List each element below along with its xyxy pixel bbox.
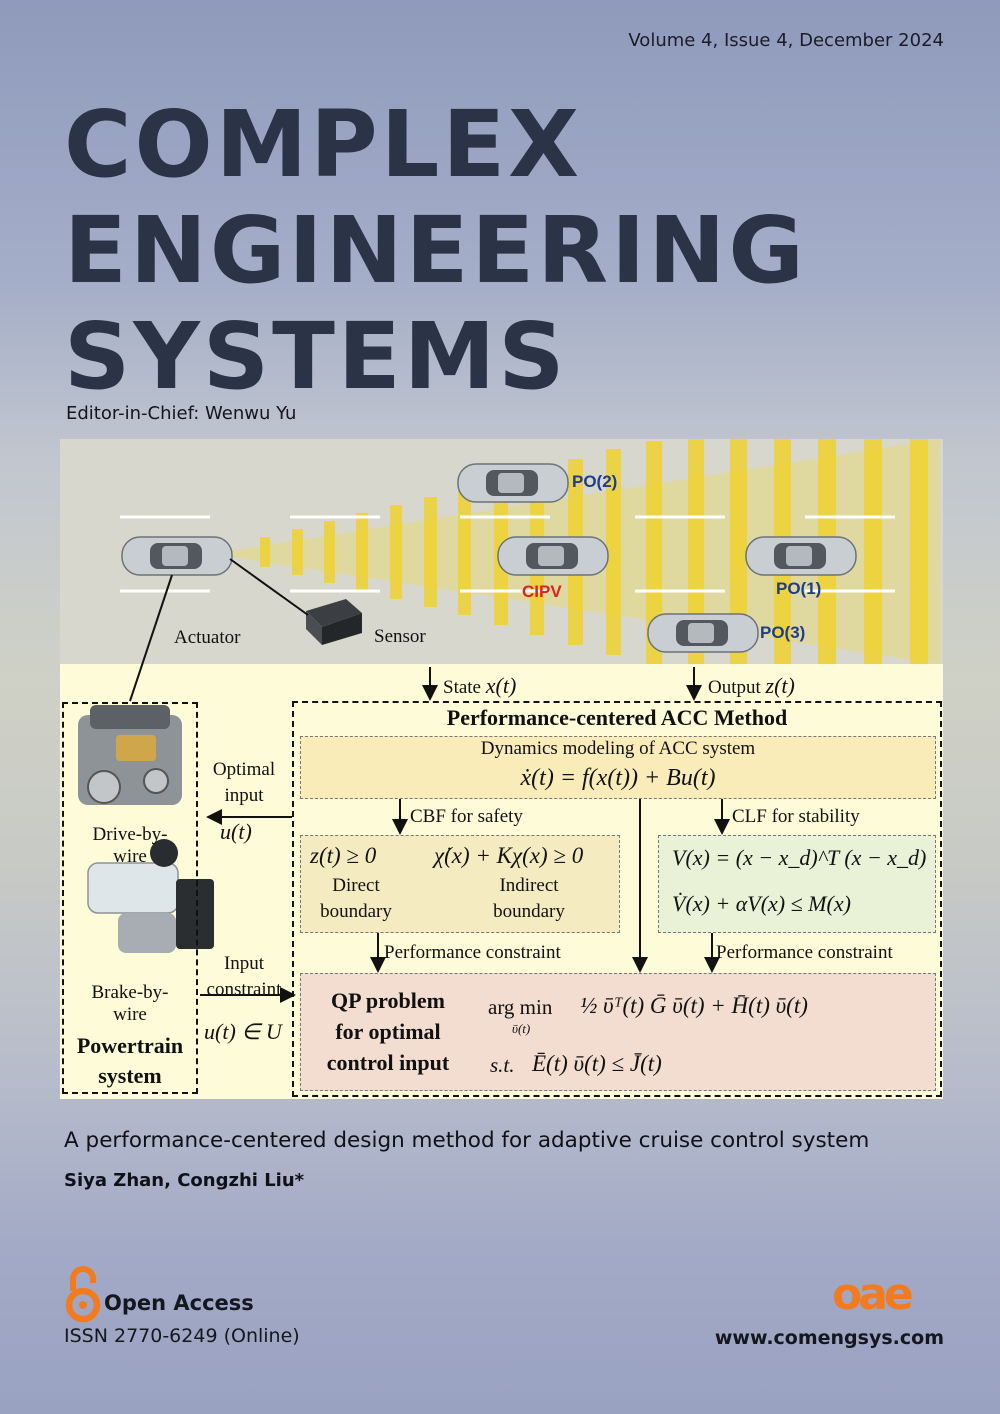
method-box xyxy=(292,701,942,1097)
ego-car xyxy=(121,536,233,576)
cbf-label: CBF for safety xyxy=(410,806,523,827)
label-po2: PO(2) xyxy=(572,472,618,491)
lane-markings xyxy=(120,515,895,593)
open-access-label: Open Access xyxy=(104,1291,254,1315)
engine-illustration xyxy=(78,705,182,805)
label-actuator: Actuator xyxy=(174,627,241,648)
journal-title-line3: SYSTEMS xyxy=(64,303,568,410)
qp-argmin-sub: ῡ(t) xyxy=(512,1021,531,1036)
journal-title-line1: COMPLEX xyxy=(64,91,583,198)
clf-label: CLF for stability xyxy=(732,806,860,827)
dynamics-equation: ẋ(t) = f(x(t)) + Bu(t) xyxy=(520,765,716,791)
qp-panel xyxy=(300,973,936,1091)
cbf-eq-left: z(t) ≥ 0 xyxy=(310,843,377,868)
paper-title: A performance-centered design method for… xyxy=(64,1128,870,1153)
journal-title: COMPLEX ENGINEERING SYSTEMS xyxy=(64,92,807,410)
qp-argmin: arg min xyxy=(488,995,553,1019)
label-po3: PO(3) xyxy=(760,623,806,642)
cbf-panel xyxy=(300,835,620,933)
powertrain-box xyxy=(62,702,198,1094)
cbf-eq-right: χ̇(x) + Kχ(x) ≥ 0 xyxy=(434,843,584,868)
dynamics-panel xyxy=(300,736,936,799)
method-title: Performance-centered ACC Method xyxy=(446,705,788,730)
perf-constraint-right: Performance constraint xyxy=(716,942,893,963)
po2-car xyxy=(457,463,569,503)
road-scene-drawing xyxy=(78,439,940,1003)
label-output: Output z(t) xyxy=(708,673,795,698)
brake-by-wire-label: Brake-by-wire xyxy=(91,982,169,1025)
qp-constraint: Ē(t) ῡ(t) ≤ J̄(t) xyxy=(532,1051,662,1076)
brake-illustration xyxy=(87,839,214,953)
label-state: State x(t) xyxy=(443,673,517,698)
clf-eq1: V(x) = (x − x_d)^T (x − x_d) xyxy=(672,845,927,870)
issue-info: Volume 4, Issue 4, December 2024 xyxy=(628,30,944,51)
graphical-abstract: PO(2) CIPV PO(1) PO(3) Actuator Sensor S… xyxy=(60,439,943,1099)
optimal-input-var: u(t) xyxy=(220,819,252,844)
cipv-car xyxy=(497,536,609,576)
clf-panel xyxy=(658,835,936,933)
clf-eq2: V̇(x) + αV(x) ≤ M(x) xyxy=(672,891,851,916)
input-constraint-var: u(t) ∈ U xyxy=(204,1019,282,1044)
dynamics-title: Dynamics modeling of ACC system xyxy=(480,738,756,759)
label-po1: PO(1) xyxy=(776,579,822,598)
label-sensor: Sensor xyxy=(374,626,426,647)
po1-car xyxy=(745,536,857,576)
editor-in-chief: Editor-in-Chief: Wenwu Yu xyxy=(66,403,297,424)
qp-st: s.t. xyxy=(490,1053,515,1077)
drive-by-wire-label: Drive-by-wire xyxy=(92,824,168,867)
issn: ISSN 2770-6249 (Online) xyxy=(64,1325,300,1347)
publisher-logo-text: oae xyxy=(832,1275,912,1315)
publisher-logo: oae xyxy=(832,1275,916,1315)
authors: Siya Zhan, Congzhi Liu* xyxy=(64,1170,305,1191)
sensor-device xyxy=(306,599,362,645)
website-link[interactable]: www.comengsys.com xyxy=(714,1327,944,1349)
journal-title-line2: ENGINEERING xyxy=(64,197,807,304)
label-cipv: CIPV xyxy=(522,582,562,601)
po3-car xyxy=(647,613,759,653)
qp-objective: ½ ῡᵀ(t) Ḡ ῡ(t) + H̄(t) ῡ(t) xyxy=(580,993,808,1018)
perf-constraint-left: Performance constraint xyxy=(384,942,561,963)
open-access-icon xyxy=(65,1266,101,1323)
